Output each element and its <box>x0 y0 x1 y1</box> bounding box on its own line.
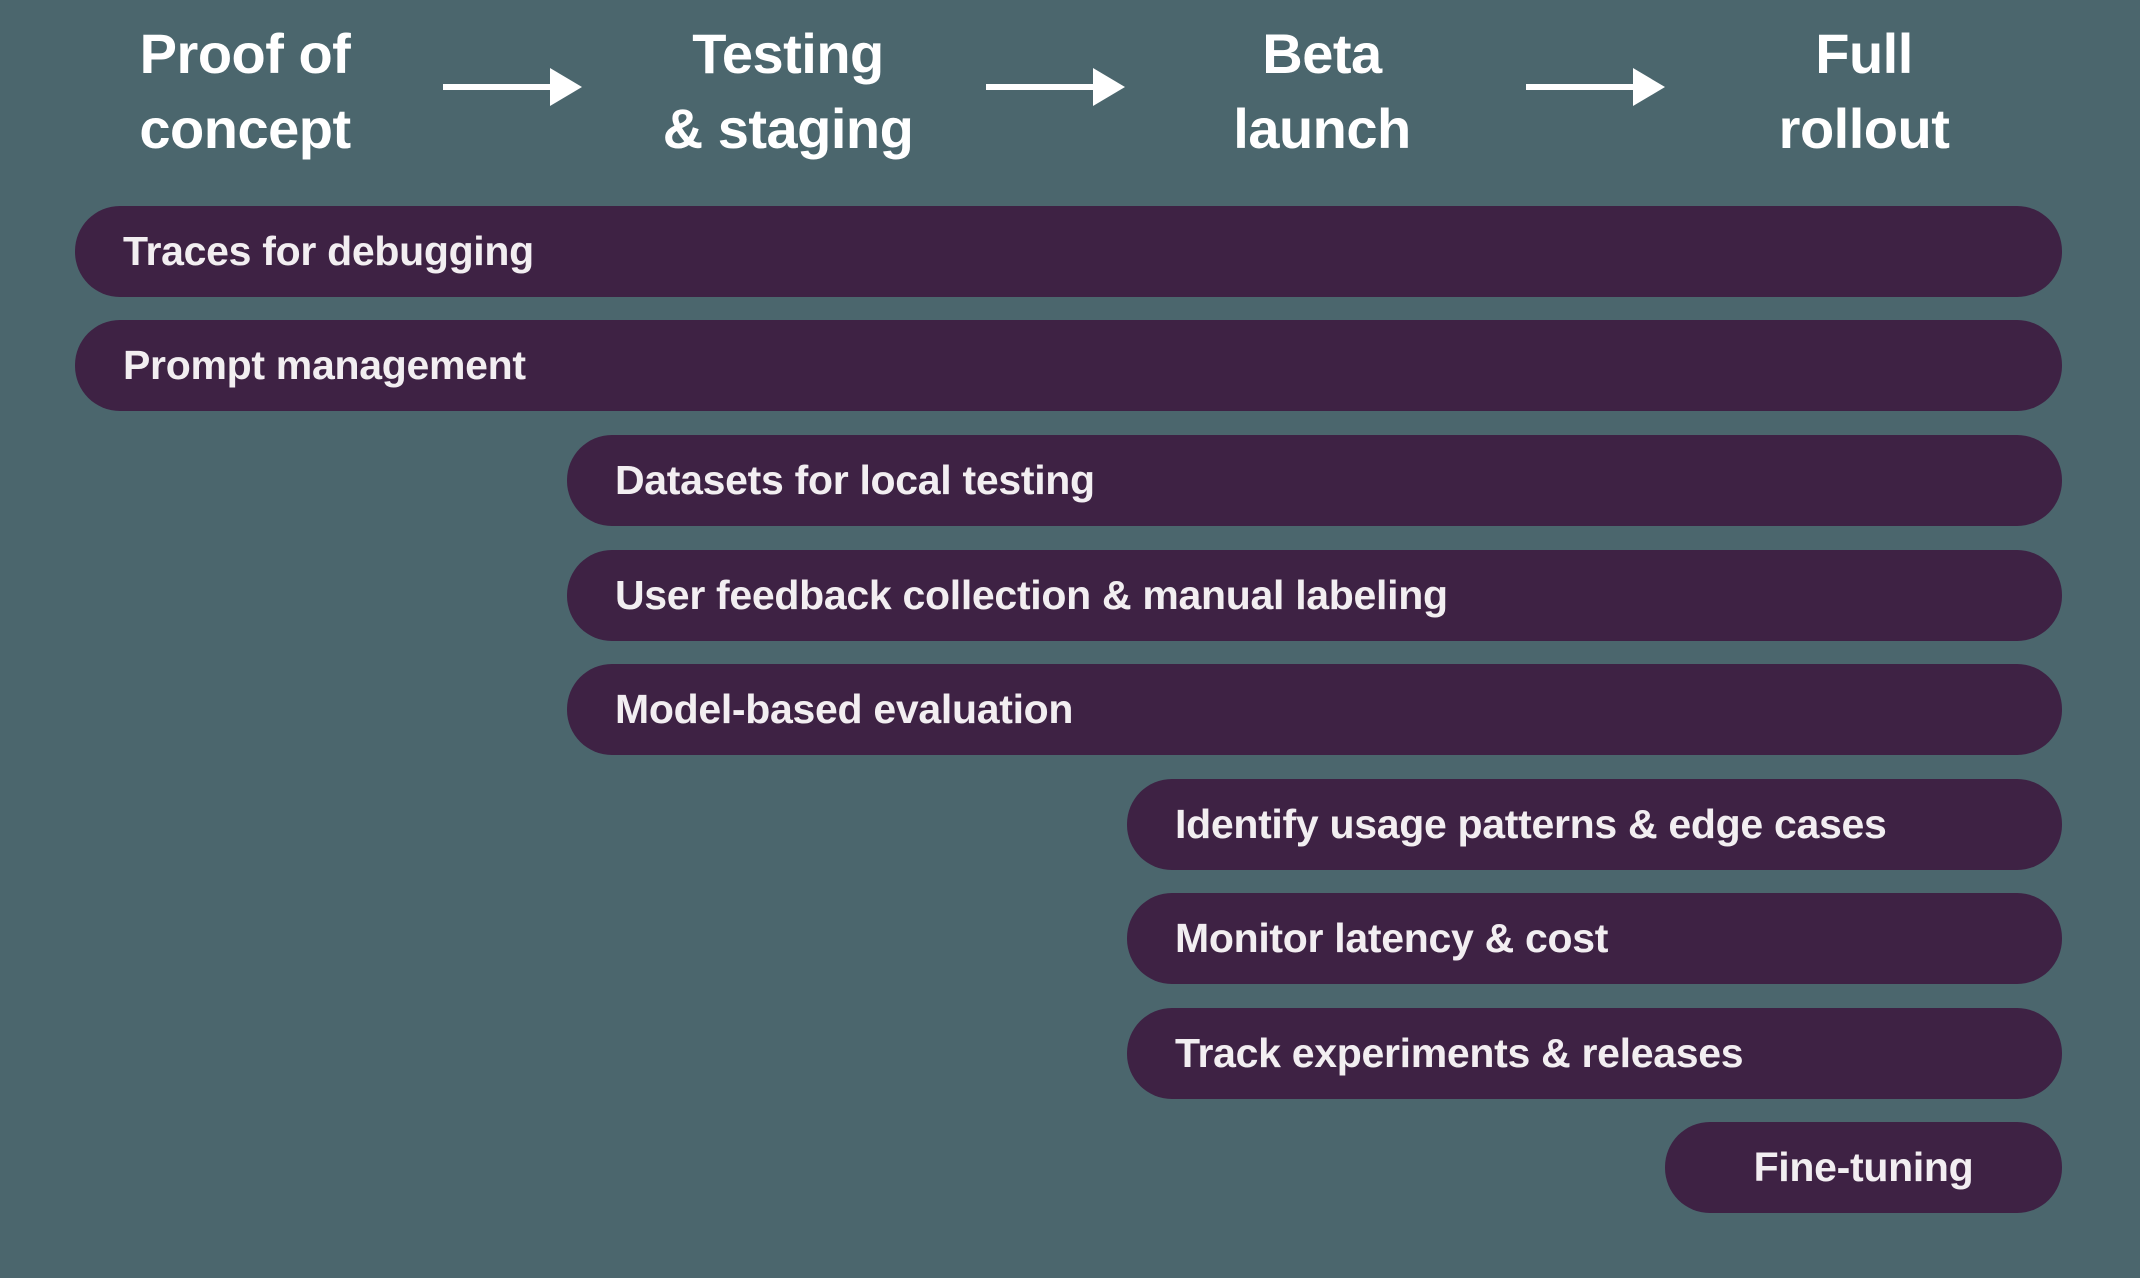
bar-label: Datasets for local testing <box>615 457 1095 503</box>
phase-label-line: Proof of <box>139 22 351 85</box>
phase-header-proof-of-concept: Proof of concept <box>139 16 351 166</box>
arrow-head <box>1093 68 1125 106</box>
phase-label-line: Full <box>1815 22 1913 85</box>
bar-monitor-latency-cost: Monitor latency & cost <box>1127 893 2062 984</box>
bar-label: Model-based evaluation <box>615 686 1074 732</box>
arrow-right-icon <box>1526 68 1665 106</box>
bar-label: Monitor latency & cost <box>1175 915 1609 961</box>
bar-model-based-evaluation: Model-based evaluation <box>567 664 2062 755</box>
arrow-line <box>986 84 1101 90</box>
bar-traces-for-debugging: Traces for debugging <box>75 206 2062 297</box>
phase-label-line: & staging <box>662 97 914 160</box>
arrow-right-icon <box>443 68 582 106</box>
bar-label: Fine-tuning <box>1753 1144 1974 1190</box>
phase-label-line: concept <box>139 97 351 160</box>
bar-label: Traces for debugging <box>123 228 534 274</box>
arrow-line <box>443 84 558 90</box>
bar-track-experiments-releases: Track experiments & releases <box>1127 1008 2062 1099</box>
bar-label: Track experiments & releases <box>1175 1030 1744 1076</box>
bar-datasets-for-local-testing: Datasets for local testing <box>567 435 2062 526</box>
bar-user-feedback-collection: User feedback collection & manual labeli… <box>567 550 2062 641</box>
phase-label-line: Testing <box>692 22 884 85</box>
phase-label-line: Beta <box>1262 22 1382 85</box>
bar-prompt-management: Prompt management <box>75 320 2062 411</box>
phase-header-testing-staging: Testing & staging <box>663 16 914 166</box>
phase-header-beta-launch: Beta launch <box>1233 16 1411 166</box>
bar-fine-tuning: Fine-tuning <box>1665 1122 2062 1213</box>
bar-label: User feedback collection & manual labeli… <box>615 572 1448 618</box>
arrow-head <box>550 68 582 106</box>
arrow-line <box>1526 84 1641 90</box>
phase-label-line: launch <box>1233 97 1411 160</box>
arrow-right-icon <box>986 68 1125 106</box>
phase-label-line: rollout <box>1778 97 1950 160</box>
arrow-head <box>1633 68 1665 106</box>
bar-identify-usage-patterns: Identify usage patterns & edge cases <box>1127 779 2062 870</box>
bar-label: Prompt management <box>123 342 526 388</box>
phase-header-full-rollout: Full rollout <box>1779 16 1950 166</box>
bar-label: Identify usage patterns & edge cases <box>1175 801 1887 847</box>
